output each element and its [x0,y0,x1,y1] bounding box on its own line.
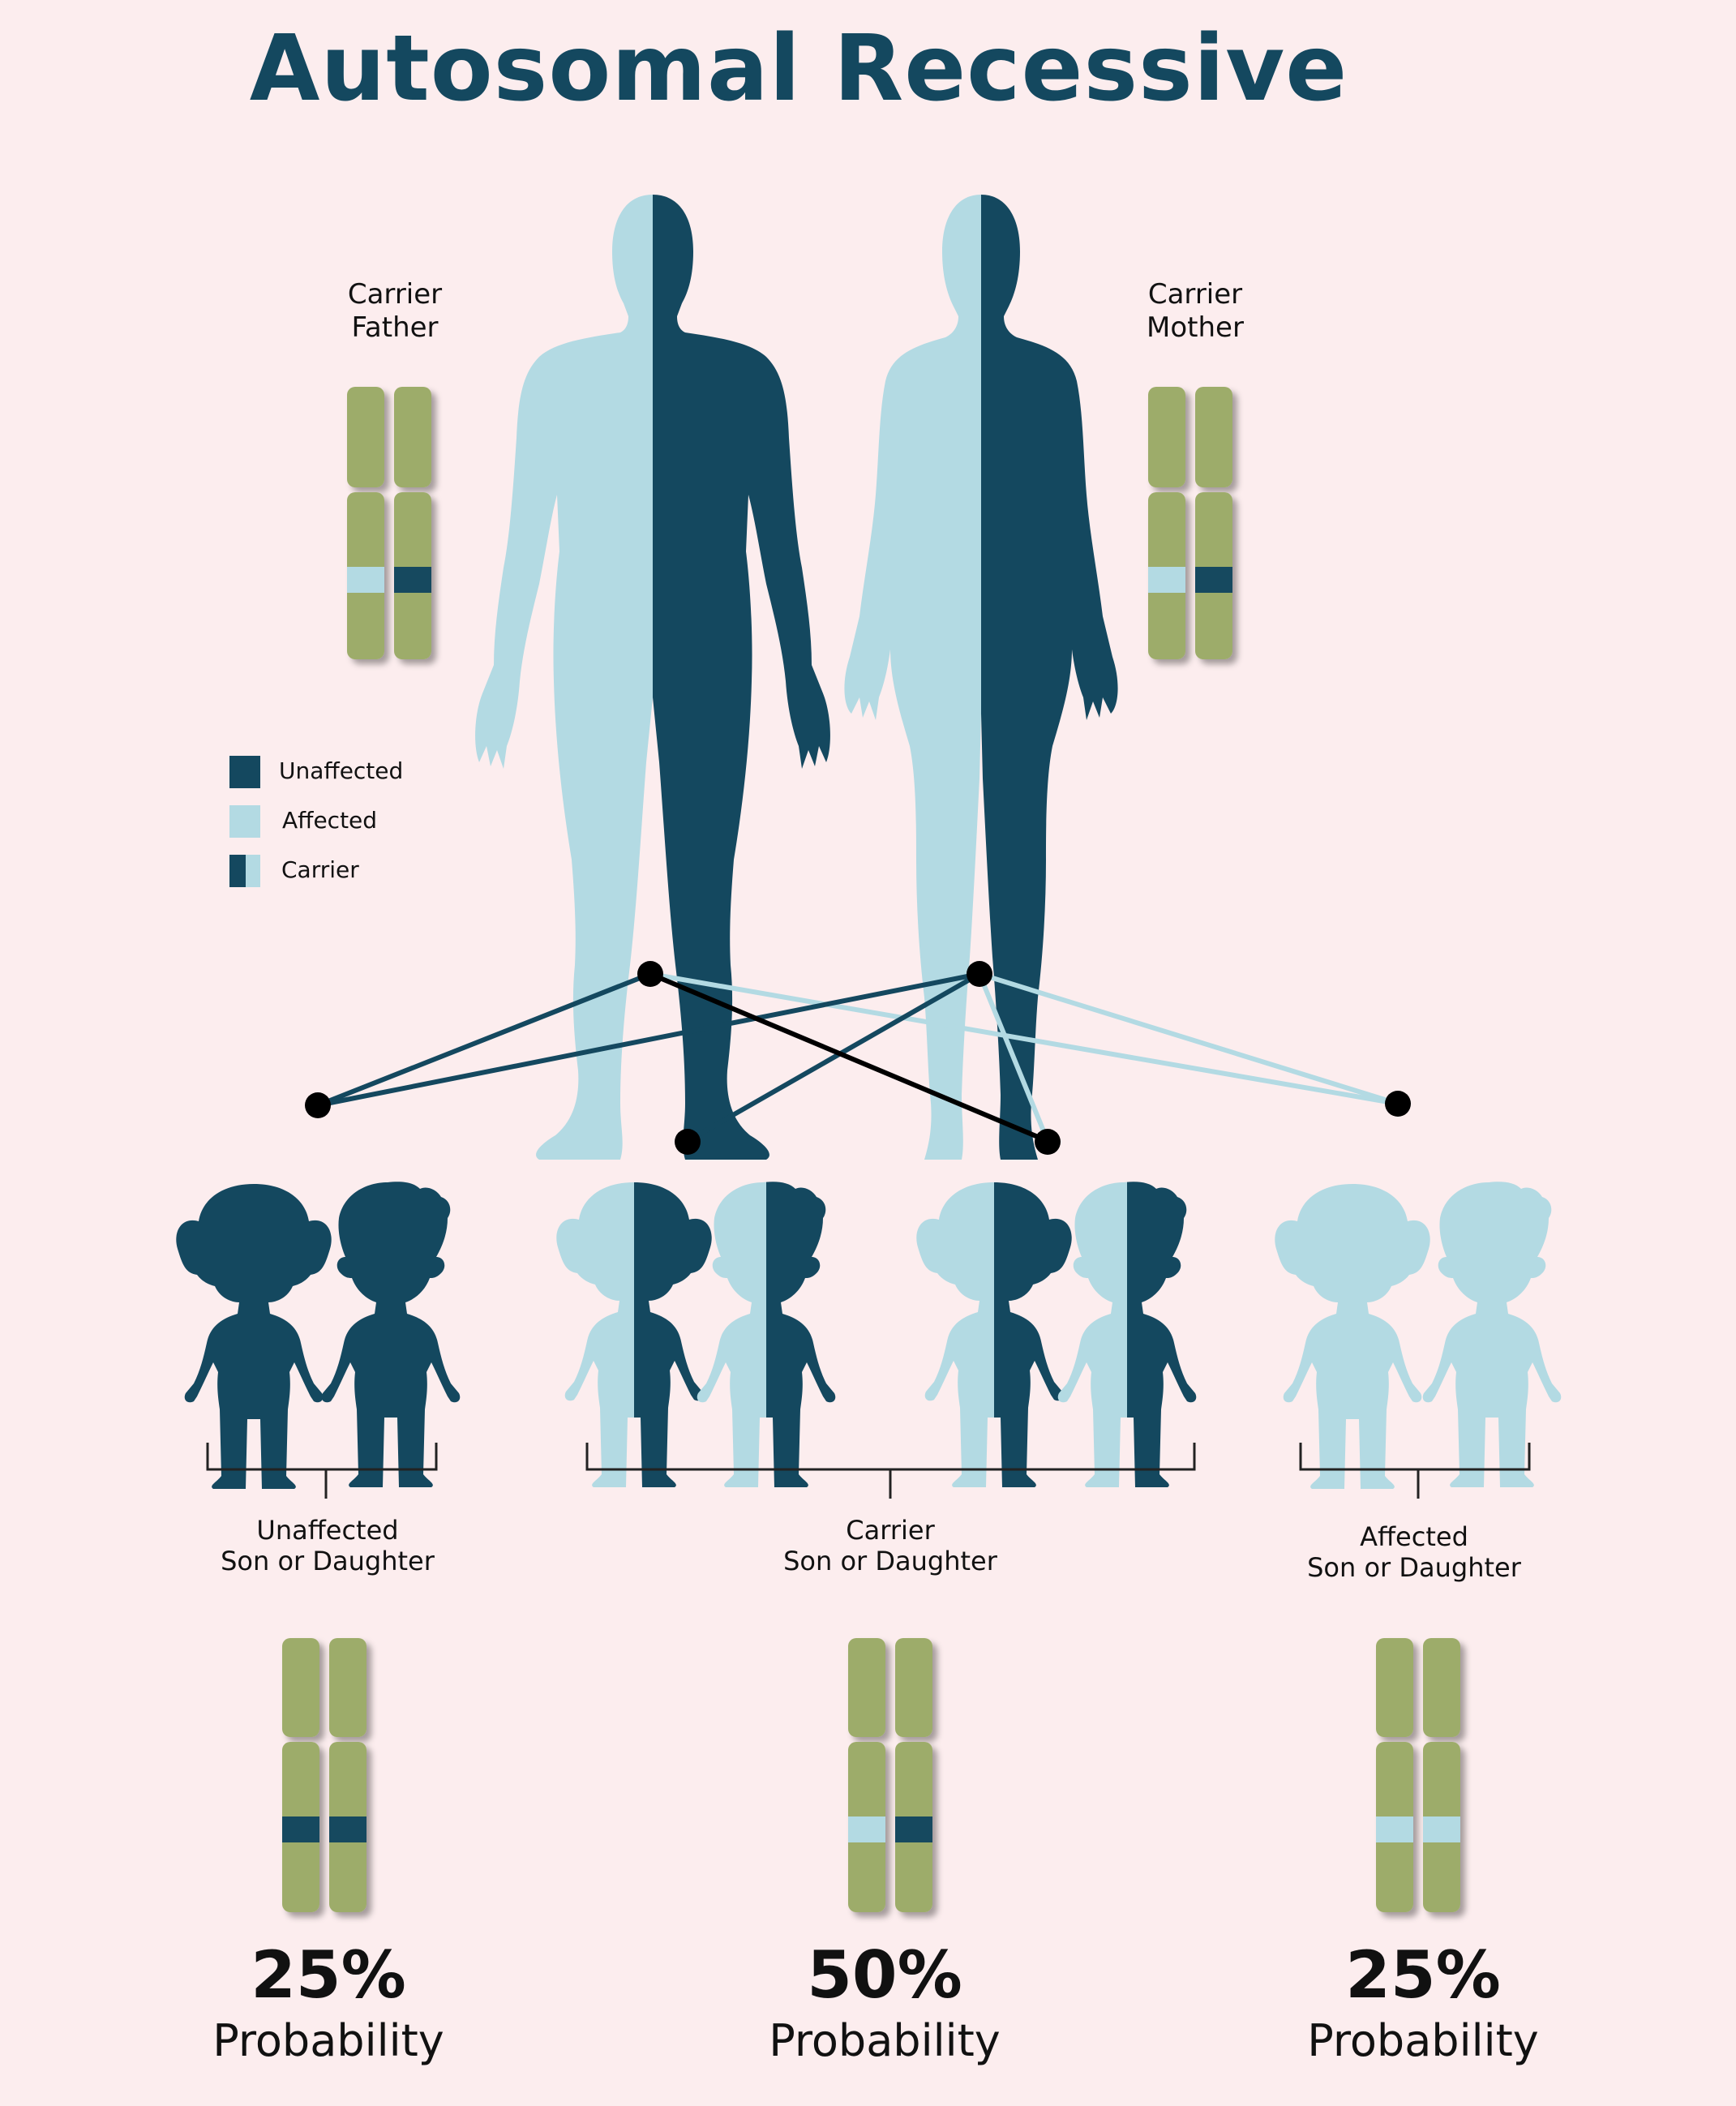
inheritance-nodes [305,961,1411,1155]
chromosome-pairs [282,387,1460,1912]
bracket-affected [1299,1443,1531,1499]
chromosome-left [347,387,384,659]
bracket-carrier [585,1443,1196,1499]
outcome-affected-line2: Son or Daughter [1307,1552,1521,1584]
chromosome-pair-affected [1376,1638,1460,1912]
node-carrier-left [675,1129,701,1155]
outcome-affected-probability: Probability [1307,2015,1539,2066]
chromosome-right [1195,387,1232,659]
outcome-affected-percent: 25% [1345,1937,1501,2013]
node-father [637,961,663,987]
legend [229,756,260,887]
chromosome-pair-unaffected [282,1638,366,1912]
gene-band [1376,1816,1413,1842]
outcome-unaffected-percent: 25% [251,1937,406,2013]
outcome-carrier-probability: Probability [769,2015,1001,2066]
chromosome-left [282,1638,319,1912]
chromosome-pair-mother [1148,387,1232,659]
father-label-line2: Father [351,311,439,344]
legend-affected-swatch [229,805,260,838]
child-unaffected-boy [321,1182,461,1487]
line-mother-to-unaffected [315,972,982,1108]
gene-band [848,1816,885,1842]
legend-affected-label: Affected [282,807,378,834]
page-title: Autosomal Recessive [249,16,1348,122]
chromosome-pair-father [347,387,431,659]
gene-band [1195,567,1232,593]
line-mother-to-carrier-right [977,972,1050,1143]
gene-band [347,567,384,593]
node-mother [967,961,992,987]
child-affected-boy [1422,1182,1562,1487]
node-carrier-right [1035,1129,1061,1155]
father-label-line1: Carrier [347,278,443,311]
group-brackets [206,1443,1531,1499]
outcome-carrier-line1: Carrier [846,1515,935,1546]
child-affected-girl [1275,1184,1430,1489]
child-carrier-boy-1 [697,1182,836,1487]
gene-band [895,1816,932,1842]
outcome-affected-label: Affected Son or Daughter [1203,1521,1625,1584]
chromosome-right [394,387,431,659]
line-mother-to-carrier-left [685,972,982,1143]
line-father-to-carrier-right [648,972,1050,1143]
chromosome-left [1148,387,1185,659]
legend-carrier-label: Carrier [281,856,359,883]
outcome-affected-line1: Affected [1360,1521,1468,1552]
gene-band [1423,1816,1460,1842]
gene-band [1148,567,1185,593]
inheritance-lines [315,972,1400,1143]
gene-band [329,1816,366,1842]
mother-label: Carrier Mother [1090,278,1301,345]
legend-carrier-swatch [229,855,260,887]
father-label: Carrier Father [289,278,500,345]
child-unaffected-girl [176,1184,332,1489]
chromosome-left [1376,1638,1413,1912]
legend-unaffected-swatch [229,756,260,788]
outcome-carrier-line2: Son or Daughter [783,1546,997,1577]
line-father-to-unaffected [315,972,653,1108]
gene-band [282,1816,319,1842]
child-carrier-girl-1 [556,1182,712,1487]
chromosome-right [1423,1638,1460,1912]
outcome-unaffected-line2: Son or Daughter [221,1546,435,1577]
child-carrier-boy-2 [1057,1182,1197,1487]
outcome-unaffected-label: Unaffected Son or Daughter [117,1515,538,1577]
child-carrier-girl-2 [916,1182,1072,1487]
line-father-to-affected [648,972,1400,1106]
legend-unaffected-label: Unaffected [279,757,404,784]
chromosome-pair-carrier [848,1638,932,1912]
outcome-unaffected-line1: Unaffected [256,1515,399,1546]
line-mother-to-affected [977,972,1400,1106]
node-affected [1385,1091,1411,1117]
outcome-unaffected-probability: Probability [212,2015,444,2066]
outcome-carrier-percent: 50% [807,1937,962,2013]
chromosome-right [329,1638,366,1912]
bracket-unaffected [206,1443,438,1499]
gene-band [394,567,431,593]
node-unaffected [305,1092,331,1118]
mother-label-line1: Carrier [1147,278,1243,311]
chromosome-left [848,1638,885,1912]
outcome-carrier-label: Carrier Son or Daughter [679,1515,1101,1577]
chromosome-right [895,1638,932,1912]
mother-label-line2: Mother [1147,311,1244,344]
